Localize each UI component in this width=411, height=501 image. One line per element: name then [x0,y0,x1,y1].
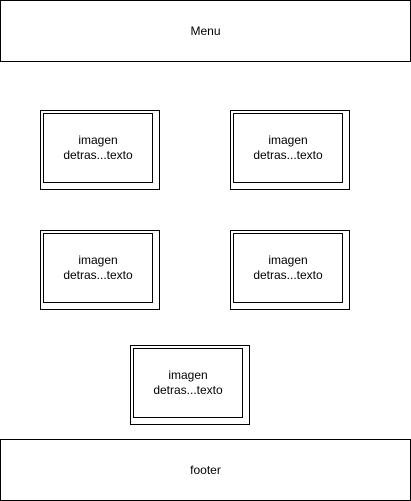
image-card[interactable]: imagen detras...texto [230,230,350,310]
image-card-inner: imagen detras...texto [233,113,343,183]
image-card-title: imagen [78,253,118,267]
image-card-inner: imagen detras...texto [43,233,153,303]
image-card[interactable]: imagen detras...texto [130,345,250,425]
footer-label: footer [190,463,221,477]
image-card-caption: detras...texto [253,268,323,282]
image-card-caption: detras...texto [253,148,323,162]
image-card-caption: detras...texto [153,383,223,397]
image-card[interactable]: imagen detras...texto [230,110,350,190]
image-card-title: imagen [268,253,308,267]
image-card-caption: detras...texto [63,268,133,282]
image-card[interactable]: imagen detras...texto [40,230,160,310]
image-card-caption: detras...texto [63,148,133,162]
menu-label: Menu [190,24,221,38]
image-card-inner: imagen detras...texto [133,348,243,418]
menu-bar[interactable]: Menu [0,0,411,62]
image-card-title: imagen [168,368,208,382]
image-card-inner: imagen detras...texto [43,113,153,183]
footer-bar: footer [0,439,411,501]
image-card-inner: imagen detras...texto [233,233,343,303]
image-card-title: imagen [78,133,118,147]
image-card[interactable]: imagen detras...texto [40,110,160,190]
image-card-title: imagen [268,133,308,147]
